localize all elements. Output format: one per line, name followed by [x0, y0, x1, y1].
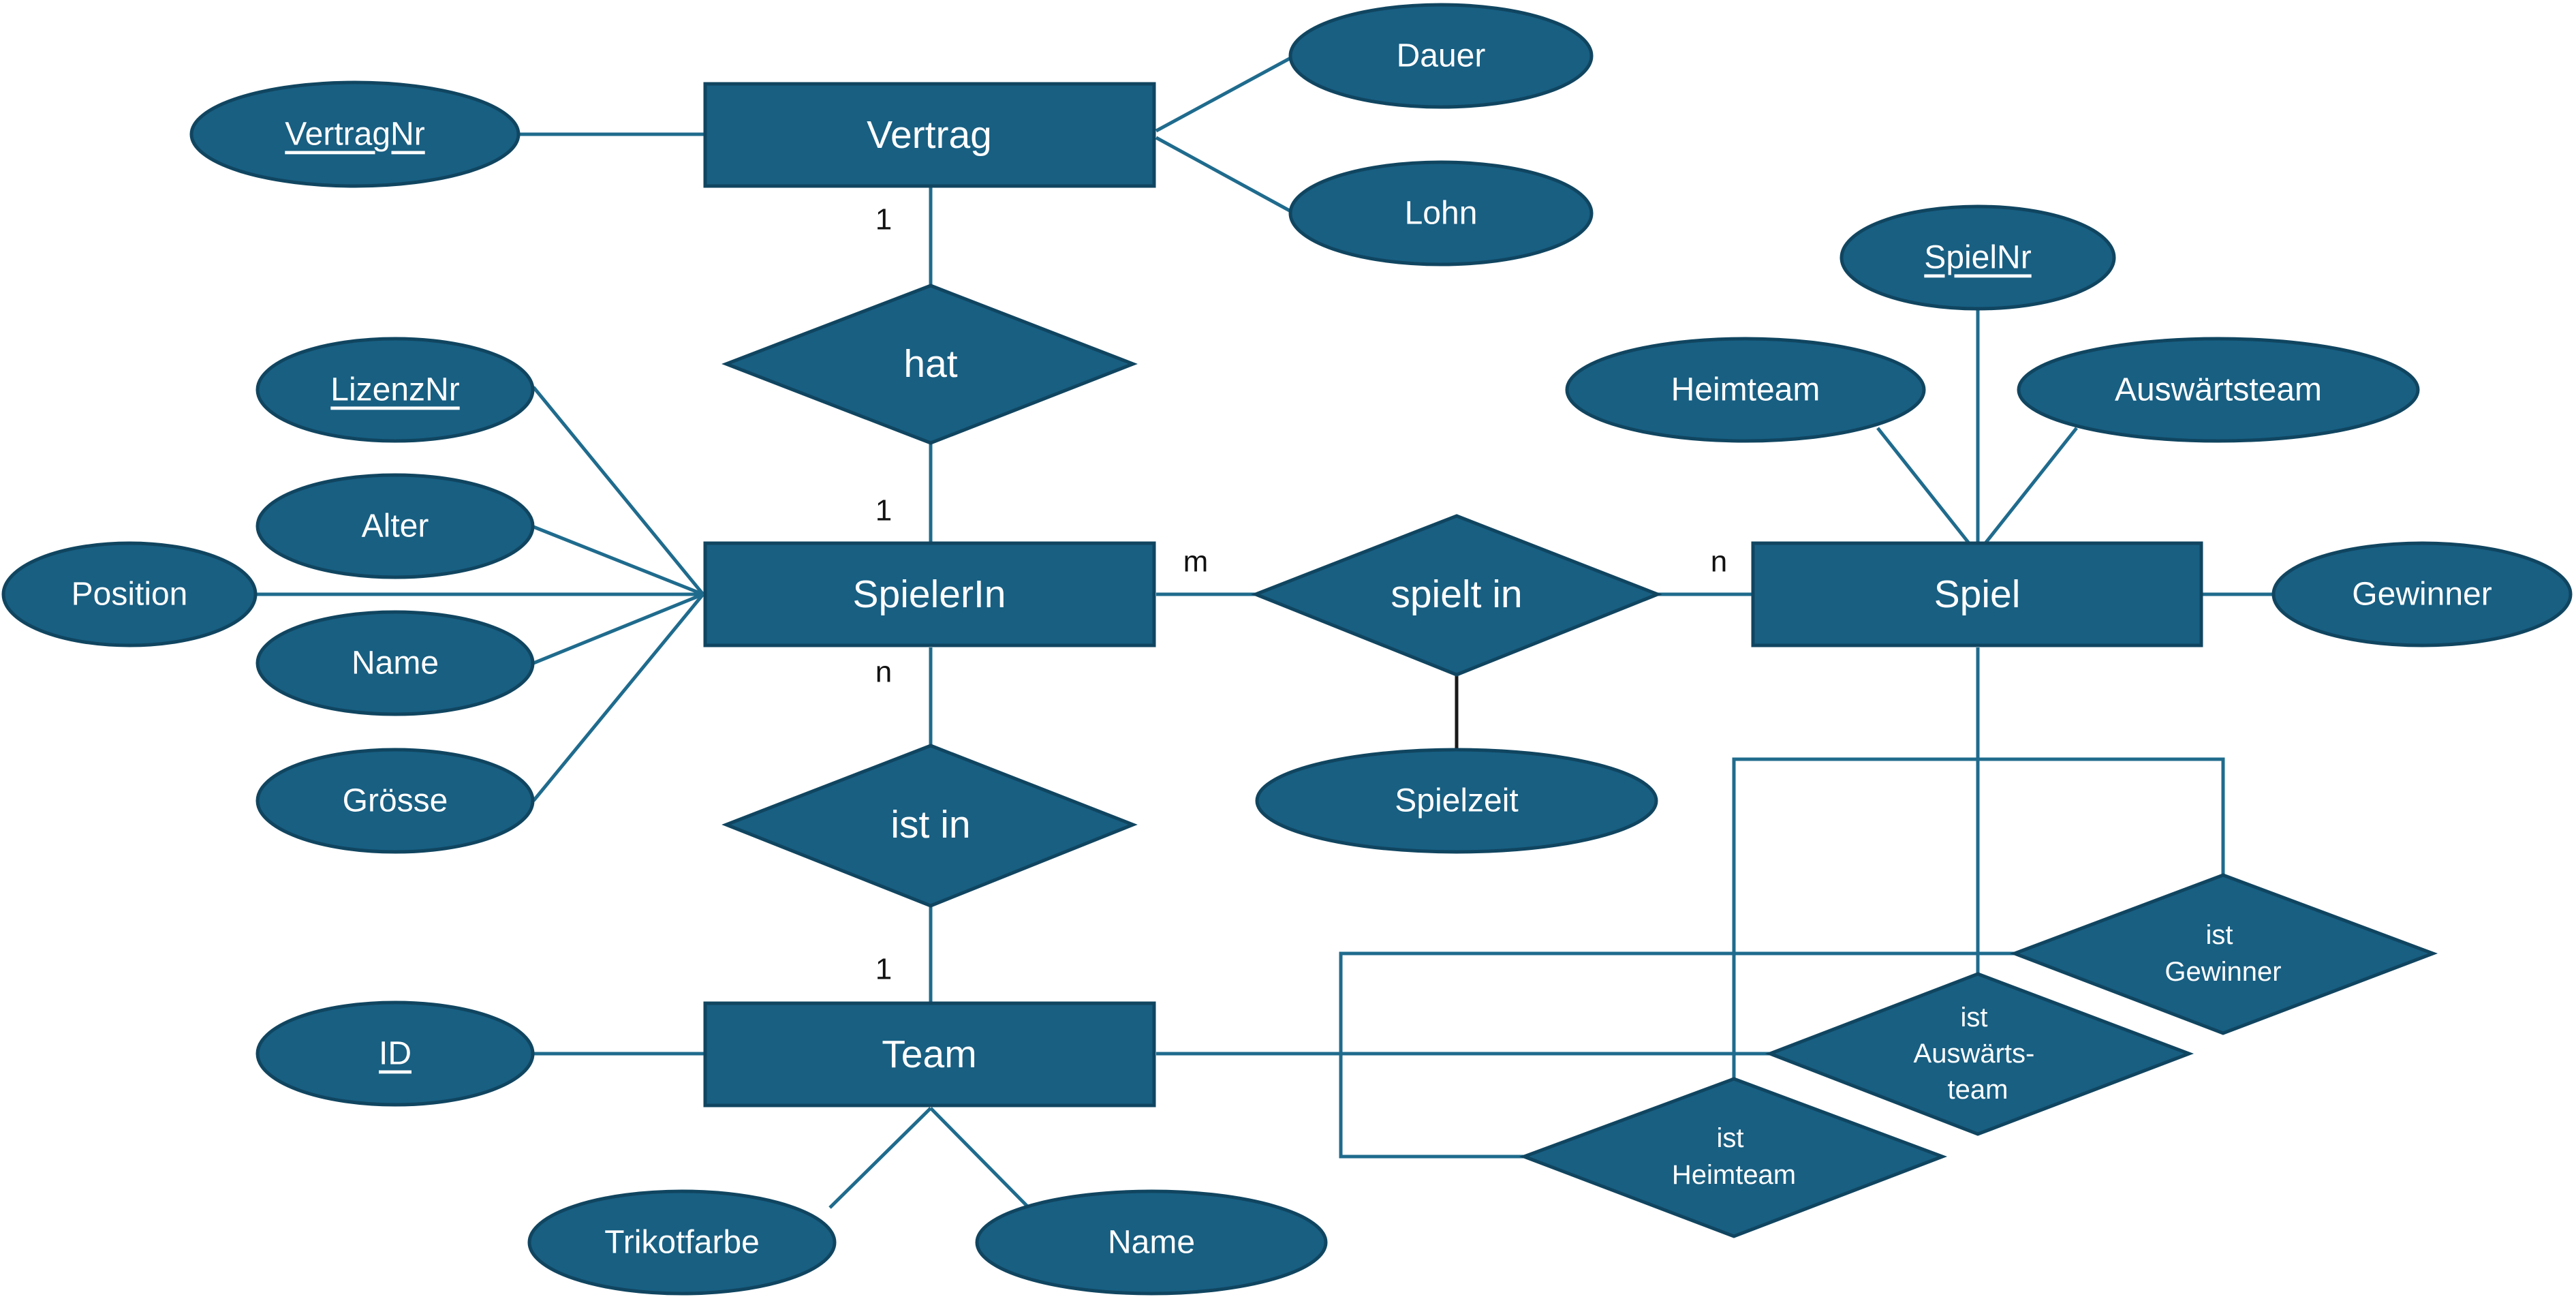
entity-vertrag[interactable]: Vertrag: [703, 82, 1156, 188]
attribute-lizenznr[interactable]: LizenzNr: [255, 337, 535, 443]
attribute-lizenznr-label: LizenzNr: [330, 372, 459, 408]
link-name-spielerin: [533, 592, 704, 665]
attribute-heimteam-label: Heimteam: [1671, 372, 1820, 408]
attribute-dauer-label: Dauer: [1397, 38, 1486, 74]
link-vertrag-lohn: [1155, 136, 1296, 215]
attribute-spielnr-label: SpielNr: [1924, 240, 2031, 276]
attribute-trikotfarbe-label: Trikotfarbe: [604, 1225, 760, 1261]
relationship-ist-gewinner[interactable]: ist Gewinner: [2009, 873, 2438, 1035]
attribute-name-team[interactable]: Name: [975, 1189, 1328, 1296]
relationship-spielt-in[interactable]: spielt in: [1251, 514, 1662, 677]
link-team-trikotfarbe: [828, 1107, 932, 1209]
entity-team-label: Team: [882, 1033, 976, 1076]
attribute-auswaertsteam-label: Auswärtsteam: [2115, 372, 2322, 408]
attribute-dauer[interactable]: Dauer: [1288, 3, 1594, 109]
attribute-position[interactable]: Position: [1, 541, 258, 647]
entity-spielerin[interactable]: SpielerIn: [703, 541, 1156, 647]
attribute-id-label: ID: [379, 1036, 412, 1072]
attribute-lohn[interactable]: Lohn: [1288, 160, 1594, 266]
link-groesse-spielerin: [532, 593, 704, 802]
relationship-hat-label: hat: [903, 342, 957, 386]
attribute-groesse-label: Grösse: [343, 783, 448, 819]
cardinality-labels: 1 1 m n n 1: [875, 203, 1727, 986]
link-heimteam-spiel: [1876, 427, 1970, 545]
attribute-position-label: Position: [72, 577, 188, 613]
attribute-vertragnr-label: VertragNr: [285, 117, 424, 153]
attribute-trikotfarbe[interactable]: Trikotfarbe: [527, 1189, 837, 1296]
attribute-vertragnr[interactable]: VertragNr: [189, 80, 521, 188]
attribute-spielzeit[interactable]: Spielzeit: [1255, 748, 1658, 854]
relationship-ist-auswaertsteam-label: ist Auswärts- team: [1914, 1003, 2043, 1105]
relationship-ist-auswaertsteam-line-1: ist: [1960, 1003, 1987, 1033]
cardinality-spielerin-spieltin: m: [1183, 545, 1209, 579]
link-auswaertsteam-spiel: [1984, 427, 2078, 545]
connector-lines: [256, 54, 2273, 1209]
entity-spiel-label: Spiel: [1934, 572, 2021, 616]
attribute-alter-label: Alter: [362, 508, 429, 545]
link-lizenznr-spielerin: [532, 386, 704, 596]
relationship-ist-in-label: ist in: [890, 803, 970, 846]
relationship-ist-gewinner-line-1: ist: [2205, 920, 2233, 950]
cardinality-spielerin-istin: n: [875, 656, 892, 689]
attribute-gewinner[interactable]: Gewinner: [2271, 541, 2573, 647]
link-team-istgewinner: [1339, 951, 2015, 1159]
cardinality-vertrag-hat: 1: [875, 203, 892, 236]
relationship-ist-gewinner-line-2: Gewinner: [2164, 957, 2281, 987]
entity-team[interactable]: Team: [703, 1001, 1156, 1107]
relationship-hat[interactable]: hat: [721, 284, 1138, 445]
attribute-spielzeit-label: Spielzeit: [1395, 783, 1518, 819]
relationship-ist-in[interactable]: ist in: [721, 744, 1138, 908]
entity-spiel[interactable]: Spiel: [1751, 541, 2203, 647]
relationship-ist-heimteam-line-2: Heimteam: [1672, 1160, 1796, 1190]
attribute-gewinner-label: Gewinner: [2352, 577, 2492, 613]
attribute-spielnr[interactable]: SpielNr: [1840, 204, 2116, 311]
attribute-heimteam[interactable]: Heimteam: [1565, 337, 1926, 443]
entity-vertrag-label: Vertrag: [867, 113, 992, 157]
relationship-ist-gewinner-label: ist Gewinner: [2164, 920, 2281, 987]
link-vertrag-dauer: [1155, 54, 1296, 133]
cardinality-team-istin: 1: [875, 953, 892, 986]
cardinality-spiel-spieltin: n: [1711, 545, 1727, 579]
relationship-ist-heimteam-label: ist Heimteam: [1672, 1123, 1796, 1190]
attribute-name-spielerin[interactable]: Name: [255, 610, 535, 716]
attribute-groesse[interactable]: Grösse: [255, 748, 535, 854]
relationship-ist-heimteam-line-1: ist: [1716, 1123, 1743, 1153]
relationship-ist-auswaertsteam-line-3: team: [1948, 1075, 2008, 1105]
relationship-ist-auswaertsteam-line-2: Auswärts-: [1914, 1039, 2035, 1069]
attribute-lohn-label: Lohn: [1405, 196, 1478, 232]
entity-spielerin-label: SpielerIn: [853, 572, 1006, 616]
attribute-id[interactable]: ID: [255, 1000, 535, 1107]
relationship-spielt-in-label: spielt in: [1391, 572, 1522, 616]
link-team-name: [929, 1107, 1030, 1209]
cardinality-spielerin-hat: 1: [875, 494, 892, 528]
attribute-alter[interactable]: Alter: [255, 473, 535, 579]
attribute-name-spielerin-label: Name: [352, 645, 439, 682]
attribute-auswaertsteam[interactable]: Auswärtsteam: [2017, 337, 2420, 443]
relationship-ist-auswaertsteam[interactable]: ist Auswärts- team: [1765, 972, 2194, 1136]
relationship-ist-heimteam[interactable]: ist Heimteam: [1519, 1077, 1948, 1238]
link-alter-spielerin: [533, 525, 704, 596]
link-spiel-istheimteam: [1732, 757, 2225, 1079]
attribute-name-team-label: Name: [1108, 1225, 1195, 1261]
